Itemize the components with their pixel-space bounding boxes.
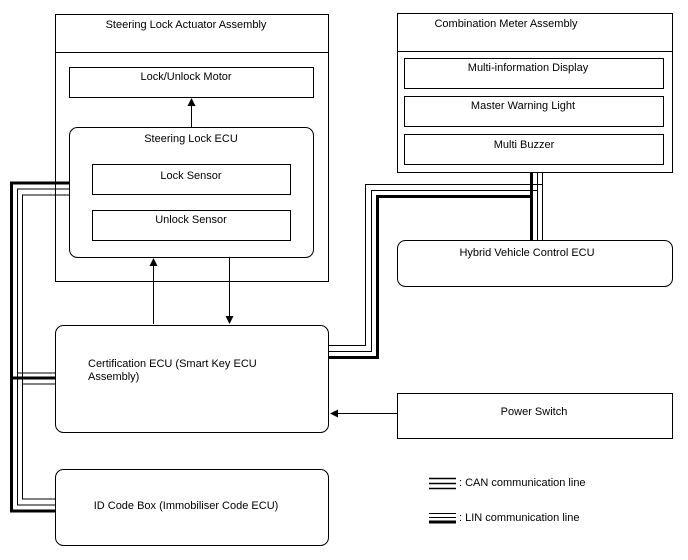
lock-sensor-label: Lock Sensor bbox=[160, 170, 221, 182]
power-switch-box: Power Switch bbox=[397, 393, 673, 439]
legend-can-label: : CAN communication line bbox=[459, 477, 586, 489]
combination-meter-assembly: Combination Meter Assembly bbox=[397, 13, 673, 173]
id-code-box: ID Code Box (Immobiliser Code ECU) bbox=[55, 469, 329, 546]
legend-lin: : LIN communication line bbox=[429, 512, 579, 524]
hybrid-vehicle-ecu-label: Hybrid Vehicle Control ECU bbox=[459, 247, 594, 259]
unlock-sensor-label: Unlock Sensor bbox=[155, 214, 227, 226]
steering-lock-ecu-box: Steering Lock ECU bbox=[69, 127, 314, 258]
lock-unlock-motor-label: Lock/Unlock Motor bbox=[140, 71, 231, 83]
id-code-box-label: ID Code Box (Immobiliser Code ECU) bbox=[94, 500, 279, 512]
signal-arrows bbox=[149, 98, 397, 418]
multi-info-display-box: Multi-information Display bbox=[404, 58, 664, 89]
legend-lin-label: : LIN communication line bbox=[459, 512, 579, 524]
hybrid-vehicle-ecu-box: Hybrid Vehicle Control ECU bbox=[397, 240, 673, 287]
multi-info-display-label: Multi-information Display bbox=[468, 62, 589, 74]
certification-ecu-label-line2: Assembly) bbox=[88, 371, 139, 383]
steering-lock-actuator-title: Steering Lock Actuator Assembly bbox=[106, 19, 267, 31]
multi-buzzer-label: Multi Buzzer bbox=[494, 139, 555, 151]
lock-unlock-motor-box: Lock/Unlock Motor bbox=[69, 67, 314, 98]
certification-ecu-box: Certification ECU (Smart Key ECU Assembl… bbox=[55, 325, 329, 433]
power-switch-label: Power Switch bbox=[501, 406, 568, 418]
unlock-sensor-box: Unlock Sensor bbox=[92, 210, 291, 241]
master-warning-light-label: Master Warning Light bbox=[471, 100, 575, 112]
lock-sensor-box: Lock Sensor bbox=[92, 164, 291, 195]
master-warning-light-box: Master Warning Light bbox=[404, 96, 664, 127]
left-communication-bus bbox=[10, 181, 70, 513]
combination-meter-title: Combination Meter Assembly bbox=[434, 18, 578, 30]
steering-lock-ecu-label: Steering Lock ECU bbox=[144, 133, 238, 145]
multi-buzzer-box: Multi Buzzer bbox=[404, 134, 664, 165]
steering-lock-actuator-assembly: Steering Lock Actuator Assembly bbox=[55, 14, 329, 282]
legend: : CAN communication line : LIN communica… bbox=[429, 477, 586, 524]
legend-can: : CAN communication line bbox=[429, 477, 586, 490]
certification-ecu-label-line1: Certification ECU (Smart Key ECU bbox=[88, 358, 257, 370]
right-communication-bus bbox=[329, 173, 543, 359]
